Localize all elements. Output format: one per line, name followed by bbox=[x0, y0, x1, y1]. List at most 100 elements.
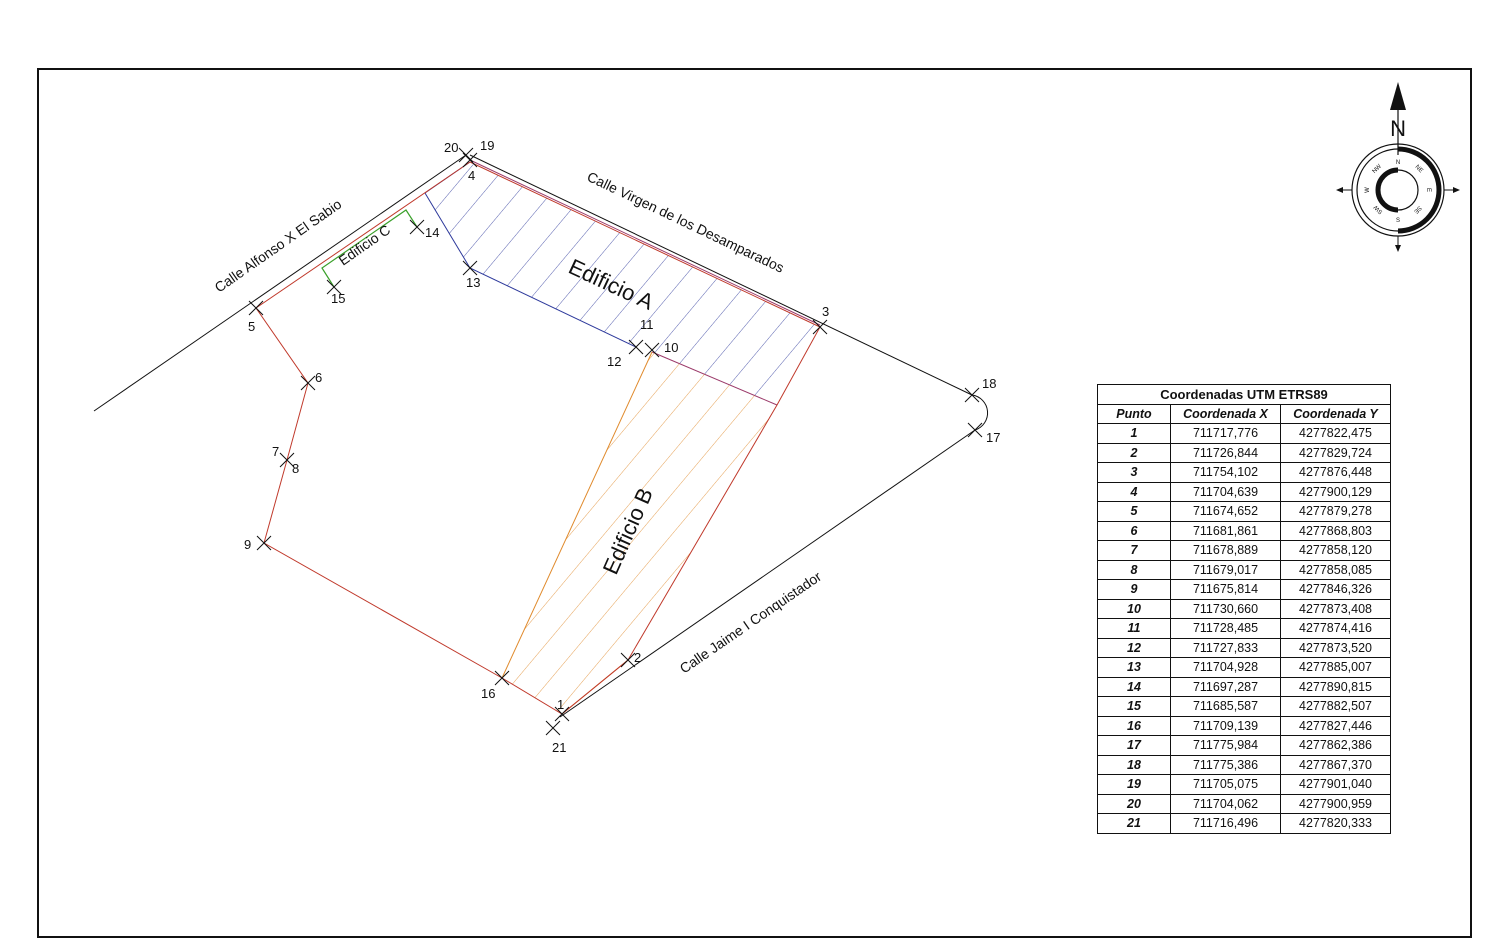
point-cell: 5 bbox=[1097, 501, 1171, 522]
point-label-6: 6 bbox=[315, 370, 322, 385]
point-label-20: 20 bbox=[444, 140, 458, 155]
edificio-c-outline bbox=[321, 209, 418, 288]
marker-21 bbox=[545, 720, 561, 736]
point-label-19: 19 bbox=[480, 138, 494, 153]
coord-x-cell: 711726,844 bbox=[1170, 442, 1281, 463]
compass-point-n: N bbox=[1396, 160, 1400, 166]
compass-point-nw: NW bbox=[1372, 163, 1384, 175]
coord-y-cell: 4277885,007 bbox=[1280, 657, 1391, 678]
compass-point-w: W bbox=[1365, 187, 1371, 193]
coord-y-cell: 4277900,129 bbox=[1280, 481, 1391, 502]
point-label-1: 1 bbox=[557, 697, 564, 712]
coord-y-cell: 4277846,326 bbox=[1280, 579, 1391, 600]
point-cell: 19 bbox=[1097, 774, 1171, 795]
coord-y-cell: 4277858,120 bbox=[1280, 540, 1391, 561]
drawing-frame bbox=[37, 68, 1472, 938]
point-cell: 15 bbox=[1097, 696, 1171, 717]
coord-x-cell: 711704,062 bbox=[1170, 793, 1281, 814]
point-label-3: 3 bbox=[822, 304, 829, 319]
marker-2 bbox=[620, 652, 636, 668]
coord-x-cell: 711775,386 bbox=[1170, 754, 1281, 775]
point-label-18: 18 bbox=[982, 376, 996, 391]
point-cell: 6 bbox=[1097, 520, 1171, 541]
coord-x-cell: 711716,496 bbox=[1170, 813, 1281, 834]
marker-18 bbox=[964, 387, 980, 403]
coord-y-cell: 4277873,408 bbox=[1280, 598, 1391, 619]
marker-11-12 bbox=[628, 339, 644, 355]
marker-13 bbox=[462, 260, 478, 276]
table-title: Coordenadas UTM ETRS89 bbox=[1097, 384, 1391, 405]
street-corner-arc bbox=[971, 394, 989, 431]
coord-y-cell: 4277882,507 bbox=[1280, 696, 1391, 717]
coord-x-cell: 711709,139 bbox=[1170, 715, 1281, 736]
coord-y-cell: 4277827,446 bbox=[1280, 715, 1391, 736]
coord-x-cell: 711754,102 bbox=[1170, 462, 1281, 483]
compass-point-e: E bbox=[1425, 188, 1431, 192]
point-cell: 3 bbox=[1097, 462, 1171, 483]
marker-1 bbox=[554, 706, 570, 722]
point-label-9: 9 bbox=[244, 537, 251, 552]
point-cell: 20 bbox=[1097, 793, 1171, 814]
compass-point-sw: SW bbox=[1373, 204, 1384, 215]
north-arrow-compass-icon: N N NE E SE S SW W NW bbox=[1336, 82, 1460, 252]
coord-x-cell: 711674,652 bbox=[1170, 501, 1281, 522]
point-labels: 1 2 3 4 5 6 7 8 9 10 11 12 13 14 15 16 1… bbox=[244, 138, 1000, 755]
coordinates-table: Coordenadas UTM ETRS89 Punto Coordenada … bbox=[1097, 384, 1391, 834]
marker-16 bbox=[494, 670, 510, 686]
street-label-alfonso: Calle Alfonso X El Sabio bbox=[212, 196, 345, 296]
point-label-11: 11 bbox=[640, 317, 654, 332]
point-label-13: 13 bbox=[466, 275, 480, 290]
point-cell: 4 bbox=[1097, 481, 1171, 502]
compass-north-letter: N bbox=[1390, 116, 1406, 141]
coord-x-cell: 711675,814 bbox=[1170, 579, 1281, 600]
coord-x-cell: 711727,833 bbox=[1170, 637, 1281, 658]
point-cell: 14 bbox=[1097, 676, 1171, 697]
coord-x-cell: 711717,776 bbox=[1170, 423, 1281, 444]
header-coord-y: Coordenada Y bbox=[1280, 403, 1391, 424]
coord-x-cell: 711679,017 bbox=[1170, 559, 1281, 580]
marker-10 bbox=[644, 342, 660, 358]
coord-y-cell: 4277900,959 bbox=[1280, 793, 1391, 814]
point-label-15: 15 bbox=[331, 291, 345, 306]
point-label-5: 5 bbox=[248, 319, 255, 334]
edificio-b-outline bbox=[501, 351, 653, 679]
coord-y-cell: 4277862,386 bbox=[1280, 735, 1391, 756]
point-cell: 10 bbox=[1097, 598, 1171, 619]
coord-y-cell: 4277868,803 bbox=[1280, 520, 1391, 541]
coord-x-cell: 711697,287 bbox=[1170, 676, 1281, 697]
edificio-a-hatch bbox=[425, 162, 820, 405]
coord-x-cell: 711704,639 bbox=[1170, 481, 1281, 502]
coord-y-cell: 4277874,416 bbox=[1280, 618, 1391, 639]
street-virgen-line bbox=[469, 154, 973, 396]
point-cell: 2 bbox=[1097, 442, 1171, 463]
coord-y-cell: 4277820,333 bbox=[1280, 813, 1391, 834]
street-jaime-line bbox=[559, 429, 976, 718]
point-label-8: 8 bbox=[292, 461, 299, 476]
coord-x-cell: 711704,928 bbox=[1170, 657, 1281, 678]
coord-y-cell: 4277901,040 bbox=[1280, 774, 1391, 795]
marker-17 bbox=[967, 422, 983, 438]
coord-x-cell: 711728,485 bbox=[1170, 618, 1281, 639]
marker-7-8 bbox=[279, 452, 295, 468]
coord-y-cell: 4277873,520 bbox=[1280, 637, 1391, 658]
point-cell: 18 bbox=[1097, 754, 1171, 775]
point-cell: 17 bbox=[1097, 735, 1171, 756]
street-lines bbox=[93, 154, 989, 718]
point-cell: 16 bbox=[1097, 715, 1171, 736]
coord-y-cell: 4277829,724 bbox=[1280, 442, 1391, 463]
coord-x-cell: 711685,587 bbox=[1170, 696, 1281, 717]
edificio-b-hatch bbox=[502, 352, 777, 714]
